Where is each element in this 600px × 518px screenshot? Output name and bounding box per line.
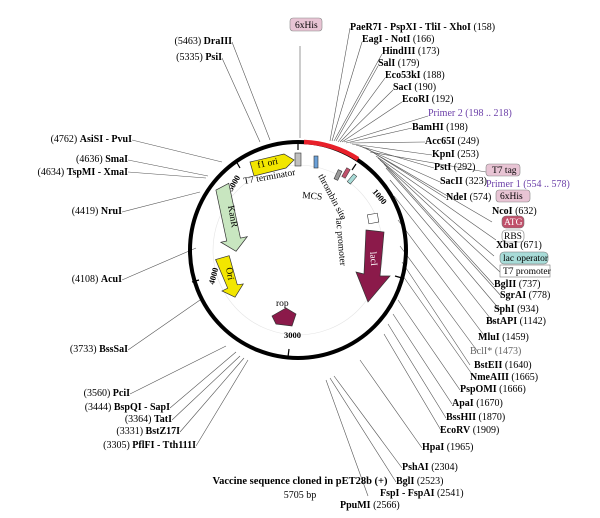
site-label-mlui: MluI (1459)	[478, 332, 529, 343]
site-label-sali: SalI (179)	[378, 58, 419, 69]
site-label-paer7i: PaeR7I - PspXI - TliI - XhoI (158)	[350, 22, 495, 33]
lac-promoter-marker	[367, 212, 380, 225]
svg-text:lac operator: lac operator	[503, 254, 549, 264]
site-label-bglii: BglII (737)	[494, 279, 540, 290]
site-label-ecori: EcoRI (192)	[402, 94, 453, 105]
mcs-label: MCS	[302, 191, 323, 203]
site-label-tati: (3364) TatI	[125, 414, 172, 425]
site-label-nrui: (4419) NruI	[72, 206, 122, 217]
tick-label-4000: 4000	[206, 267, 220, 286]
site-label-psii: (5335) PsiI	[176, 52, 222, 63]
site-label-smai: (4636) SmaI	[76, 154, 128, 165]
lac-promoter-label: lac promoter	[333, 217, 347, 267]
site-label-ncoi: NcoI (632)	[492, 206, 537, 217]
tick-label-group: 1000 2000 3000 4000 5000	[206, 173, 389, 340]
site-label-bsssai: (3733) BssSaI	[70, 344, 128, 355]
site-label-kpni: KpnI (253)	[432, 149, 479, 160]
site-label-draiii: (5463) DraIII	[174, 36, 232, 47]
svg-text:T7 tag: T7 tag	[492, 166, 517, 176]
tag-lac-operator: lac operator	[499, 251, 549, 265]
svg-text:RBS: RBS	[504, 232, 522, 242]
t7-terminator-marker	[294, 152, 302, 167]
site-label-bstapi: BstAPI (1142)	[486, 316, 546, 327]
site-label-sacii: SacII (323)	[440, 176, 487, 187]
site-label-psti: PstI (292)	[434, 162, 475, 173]
site-label-bsshii: BssHII (1870)	[446, 412, 505, 423]
site-label-ecorv: EcoRV (1909)	[440, 425, 499, 436]
site-label-fspi: FspI - FspAI (2541)	[380, 488, 464, 499]
primer-2-label: Primer 2 (198 .. 218)	[428, 108, 512, 119]
laci-feature: lacI	[355, 229, 391, 303]
lac-operator-marker	[346, 173, 358, 185]
site-label-eco53ki: Eco53kI (188)	[385, 70, 445, 81]
site-label-acui: (4108) AcuI	[72, 274, 122, 285]
svg-text:T7 promoter: T7 promoter	[503, 267, 552, 277]
tag-rbs: RBS	[501, 229, 525, 243]
mcs-marker	[313, 155, 319, 169]
ori-feature: Ori	[215, 255, 244, 298]
site-label-bamhi: BamHI (198)	[412, 122, 468, 133]
insert-arc	[303, 139, 360, 161]
site-label-saci: SacI (190)	[393, 82, 436, 93]
primer-1-label: Primer 1 (554 .. 578)	[486, 179, 570, 190]
atg-marker	[341, 167, 351, 179]
tick-marks	[191, 142, 403, 358]
site-label-pshai: PshAI (2304)	[402, 462, 458, 473]
site-label-hpai: HpaI (1965)	[422, 442, 473, 453]
right-label-group: PaeR7I - PspXI - TliI - XhoI (158) EagI …	[340, 22, 570, 511]
inner-ring	[212, 164, 384, 336]
map-length: 5705 bp	[284, 490, 317, 501]
f1-ori-feature: f1 ori	[249, 153, 295, 177]
site-label-xbai: XbaI (671)	[496, 240, 542, 251]
site-label-apai: ApaI (1670)	[452, 398, 503, 409]
site-label-acc65i: Acc65I (249)	[425, 136, 479, 147]
leader-lines	[121, 27, 503, 497]
site-label-nmeaiii: NmeAIII (1665)	[470, 372, 538, 383]
tick-label-3000: 3000	[284, 330, 301, 340]
map-title: Vaccine sequence cloned in pET28b (+)	[212, 476, 388, 487]
ori-label: Ori	[223, 267, 235, 282]
site-label-ndei: NdeI (574)	[446, 192, 491, 203]
tag-t7-tag: T7 tag	[485, 163, 521, 177]
svg-text:6xHis: 6xHis	[295, 21, 318, 31]
tag-atg: ATG	[501, 215, 525, 229]
site-label-tspmi: (4634) TspMI - XmaI	[38, 167, 129, 178]
site-label-eagi: EagI - NotI (166)	[362, 34, 435, 45]
site-label-bgli: BglI (2523)	[396, 476, 444, 487]
tag-t7-promoter: T7 promoter	[499, 264, 552, 278]
site-label-bsteii: BstEII (1640)	[474, 360, 532, 371]
rop-feature: rop	[271, 299, 297, 327]
laci-label: lacI	[367, 251, 378, 266]
tag-his-top: 6xHis	[289, 17, 323, 32]
site-label-sphi: SphI (934)	[494, 304, 539, 315]
site-label-pcii: (3560) PciI	[84, 388, 130, 399]
kanr-label: KanR	[225, 205, 239, 229]
site-label-bspqi: (3444) BspQI - SapI	[85, 402, 170, 413]
thrombin-site-marker	[333, 169, 343, 181]
svg-text:ATG: ATG	[504, 218, 523, 228]
left-label-group: (5463) DraIII (5335) PsiI (4762) AsiSI -…	[38, 36, 233, 451]
site-label-pflfi: (3305) PflFI - Tth111I	[103, 440, 196, 451]
f1-ori-label: f1 ori	[256, 156, 279, 171]
site-label-pspomi: PspOMI (1666)	[460, 384, 526, 395]
site-label-bcli: BclI* (1473)	[470, 346, 521, 357]
svg-text:6xHis: 6xHis	[500, 192, 523, 202]
rop-label: rop	[276, 299, 289, 309]
kanr-feature: KanR	[215, 182, 249, 252]
site-label-sgrai: SgrAI (778)	[500, 290, 550, 301]
site-label-asisi: (4762) AsiSI - PvuI	[51, 134, 133, 145]
tag-his-right: 6xHis	[495, 189, 531, 203]
site-label-hindiii: HindIII (173)	[382, 46, 440, 57]
site-label-ppumi: PpuMI (2566)	[340, 500, 400, 511]
site-label-bstz17i: (3331) BstZ17I	[116, 426, 180, 437]
